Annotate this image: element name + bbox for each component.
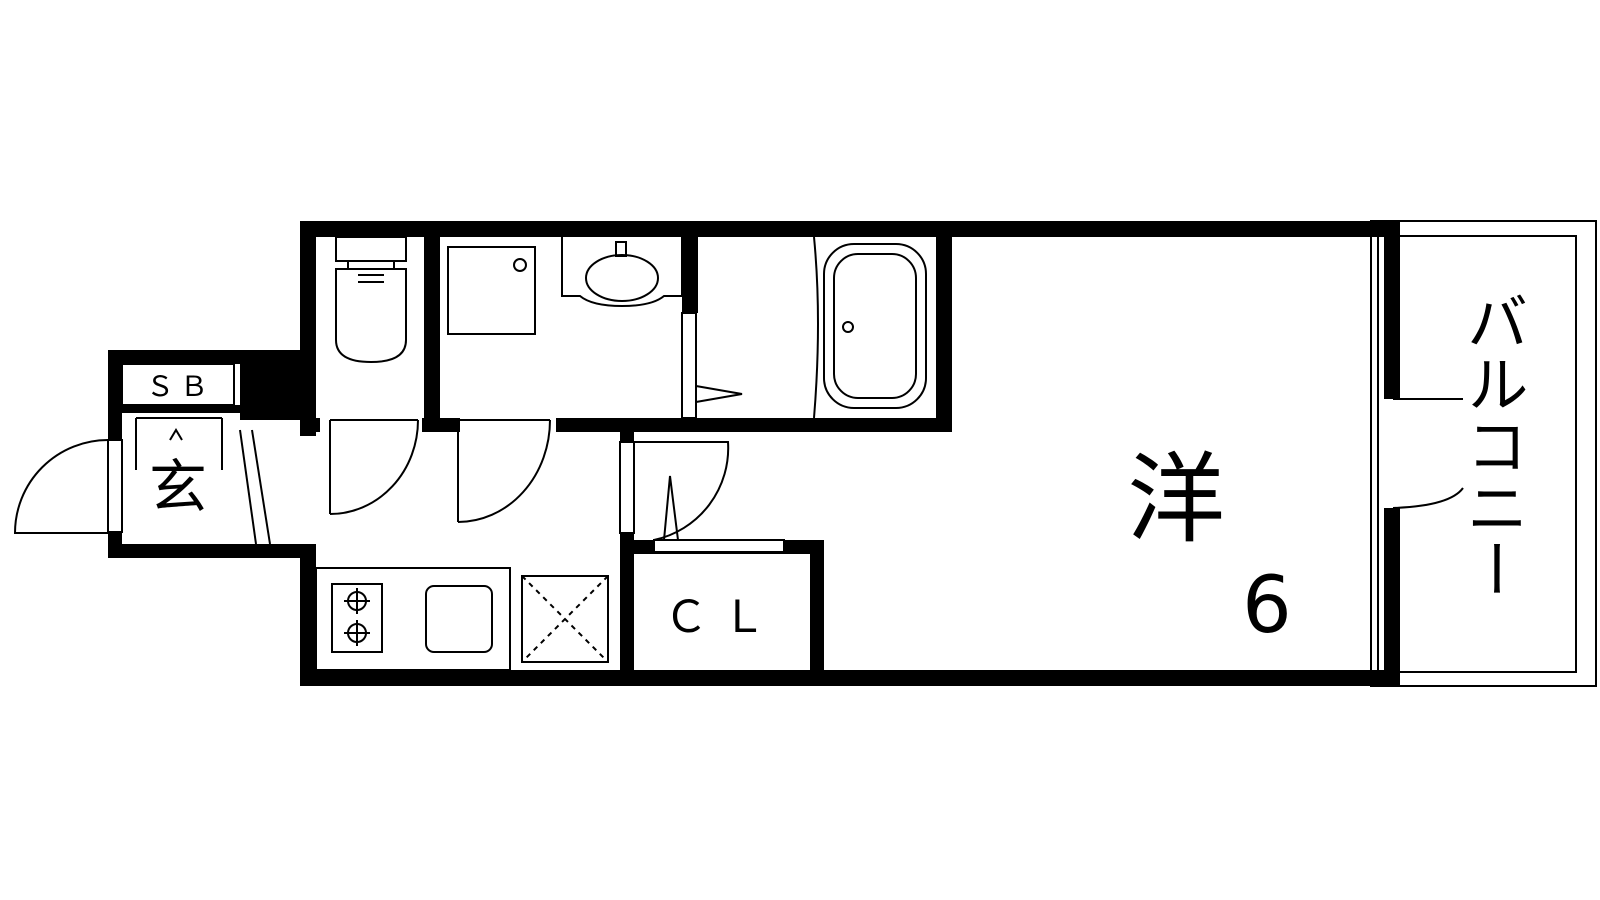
closet-label: ＣＬ	[664, 592, 780, 643]
toilet-fixture	[335, 236, 407, 364]
balcony-label: バルコニー	[1456, 290, 1529, 600]
shoe-box-label: ＳＢ	[146, 370, 214, 403]
room-size-label: 6	[1242, 561, 1292, 651]
bathtub	[813, 236, 927, 419]
sink-icon	[425, 585, 493, 653]
entrance-label: 玄	[149, 453, 207, 521]
shoe-box	[121, 363, 235, 406]
bathroom-door	[681, 312, 743, 419]
closet-door	[619, 441, 785, 553]
washroom-door	[457, 419, 551, 523]
wash-basin	[561, 237, 683, 308]
stove-icon	[331, 583, 383, 653]
balcony-area	[1370, 220, 1597, 687]
entrance-area	[13, 417, 271, 545]
toilet-door	[329, 419, 419, 515]
kitchen-counter	[315, 567, 511, 671]
western-room-label: 洋	[1127, 443, 1225, 557]
refrigerator-space	[521, 575, 609, 663]
washing-machine-space	[447, 246, 536, 335]
interior-walls	[300, 221, 952, 686]
